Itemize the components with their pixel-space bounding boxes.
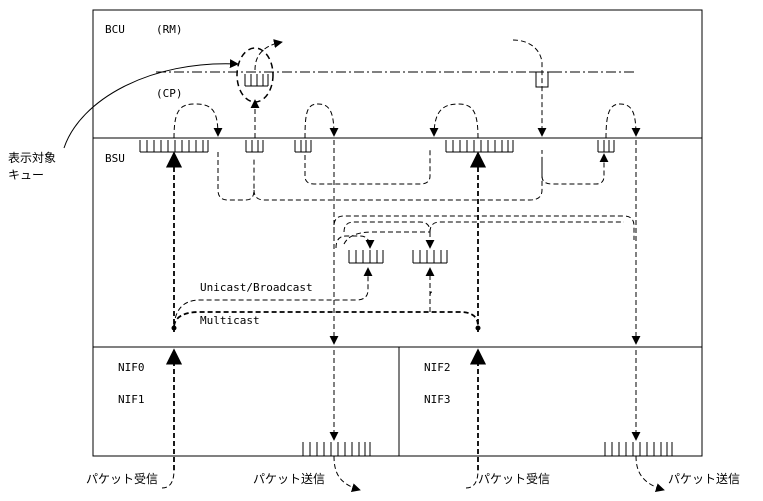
flow-bsu-switch-4 — [541, 153, 609, 185]
nif2-label: NIF2 — [424, 361, 451, 374]
send-left-label: パケット送信 — [253, 472, 326, 486]
bsu-queue-2 — [294, 140, 312, 153]
rm-label: (RM) — [156, 23, 183, 36]
display-queue-label-line2: キュー — [8, 168, 45, 182]
flow-send-right — [635, 455, 665, 492]
flow-multicast-right — [430, 268, 432, 312]
junction-right — [475, 325, 481, 331]
nif0-label: NIF0 — [118, 361, 145, 374]
nif-right-frame — [398, 346, 703, 457]
display-queue-label-line1: 表示対象 — [8, 151, 57, 165]
multicast-label: Multicast — [200, 314, 260, 327]
flow-cp-loop-3 — [429, 103, 479, 139]
flow-cp-loop-1 — [173, 103, 223, 139]
bsu-label: BSU — [105, 152, 125, 165]
mc-dist-outer — [333, 215, 635, 240]
junction-left — [171, 325, 177, 331]
flow-receive-right-tail — [465, 469, 479, 489]
bsu-cp-queue — [245, 140, 264, 153]
flow-bsu-switch-2 — [253, 150, 543, 201]
multicast-queue-1 — [348, 250, 384, 264]
cp-label: (CP) — [156, 87, 183, 100]
bsu-frame — [92, 137, 703, 348]
nif-output-queue-left — [302, 442, 371, 457]
receive-right-label: パケット受信 — [478, 472, 551, 486]
flow-cp-loop-2 — [304, 103, 339, 139]
bcu-frame — [92, 9, 703, 139]
mc-q2-in — [343, 231, 430, 245]
flow-bsu-switch-1 — [217, 152, 255, 201]
bsu-input-queue-right — [445, 140, 514, 153]
send-right-label: パケット送信 — [668, 472, 741, 486]
flow-receive-left-tail — [161, 469, 175, 489]
bcu-label: BCU — [105, 23, 125, 36]
flow-rm-out — [254, 39, 283, 71]
flow-send-left — [333, 455, 361, 492]
flow-multicast-left — [173, 311, 479, 327]
flow-bsu-switch-3 — [304, 150, 431, 185]
rm-queue — [244, 74, 269, 87]
flow-rm-down — [512, 39, 547, 137]
bsu-queue-4 — [597, 140, 615, 153]
mc-q1-in — [335, 235, 375, 249]
display-queue-callout — [63, 59, 239, 149]
nif3-label: NIF3 — [424, 393, 451, 406]
nif1-label: NIF1 — [118, 393, 145, 406]
bsu-input-queue-left — [139, 140, 209, 153]
flow-cp-loop-4 — [605, 103, 641, 139]
flow-unicast-broadcast — [173, 267, 373, 327]
receive-left-label: パケット受信 — [86, 472, 159, 486]
multicast-queue-2 — [412, 250, 448, 264]
mc-dist-mid — [343, 221, 624, 233]
nif-output-queue-right — [604, 442, 673, 457]
unicast-broadcast-label: Unicast/Broadcast — [200, 281, 313, 294]
